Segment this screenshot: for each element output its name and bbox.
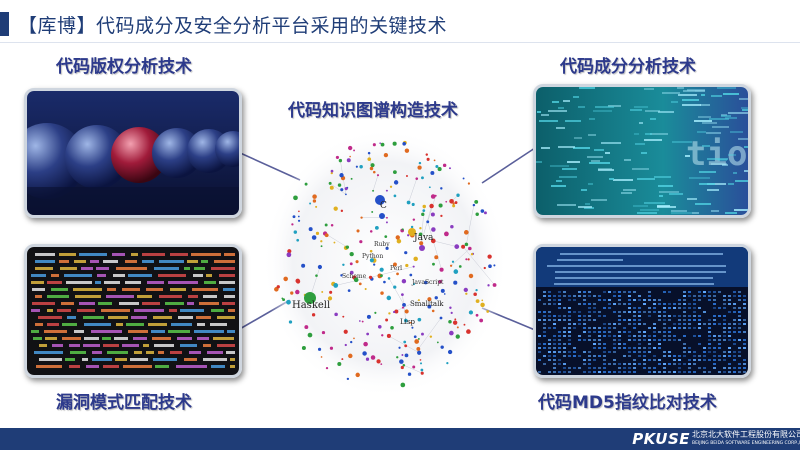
company-logo: PKUSE — [632, 430, 690, 448]
connector-composition — [481, 147, 536, 184]
photo-data-matrix — [533, 244, 751, 378]
graph-node-haskell: Haskell — [292, 300, 330, 311]
graph-node-ruby: Ruby — [374, 241, 390, 248]
graph-node-java: Java — [413, 233, 434, 243]
label-knowledge-graph: 代码知识图谱构造技术 — [288, 101, 458, 121]
graph-node-python: Python — [362, 253, 383, 260]
company-name-en: BEIJING BEIDA SOFTWARE ENGINEERING CORP.… — [692, 441, 800, 446]
graph-node-c: C — [380, 201, 387, 211]
graph-node-perl: Perl — [390, 265, 402, 272]
label-md5-fingerprint: 代码MD5指纹比对技术 — [538, 393, 717, 413]
knowledge-graph: C Java Haskell Smalltalk Lisp Ruby Perl … — [262, 128, 508, 398]
company-name: 北京北大软件工程股份有限公司 BEIJING BEIDA SOFTWARE EN… — [692, 429, 800, 447]
photo-source-code — [24, 244, 242, 378]
label-composition-analysis: 代码成分分析技术 — [560, 57, 696, 77]
footer-bar: PKUSE 北京北大软件工程股份有限公司 BEIJING BEIDA SOFTW… — [0, 428, 800, 450]
label-copyright-analysis: 代码版权分析技术 — [56, 57, 192, 77]
photo-binary-stream: tio — [533, 84, 751, 218]
title-divider — [0, 42, 800, 43]
svg-text:tio: tio — [686, 134, 747, 174]
title-accent-bar — [0, 12, 9, 36]
photo-spheres — [24, 88, 242, 218]
graph-node-smalltalk: Smalltalk — [410, 300, 444, 308]
label-vuln-pattern: 漏洞模式匹配技术 — [56, 393, 192, 413]
graph-node-javascript: JavaScript — [411, 279, 444, 286]
connector-copyright — [237, 151, 301, 181]
page-title: 【库博】代码成分及安全分析平台采用的关键技术 — [18, 15, 448, 37]
graph-node-lisp: Lisp — [400, 318, 415, 326]
graph-node-scheme: Scheme — [342, 273, 367, 280]
title-bar: 【库博】代码成分及安全分析平台采用的关键技术 — [0, 4, 800, 40]
company-name-cn: 北京北大软件工程股份有限公司 — [692, 430, 800, 439]
